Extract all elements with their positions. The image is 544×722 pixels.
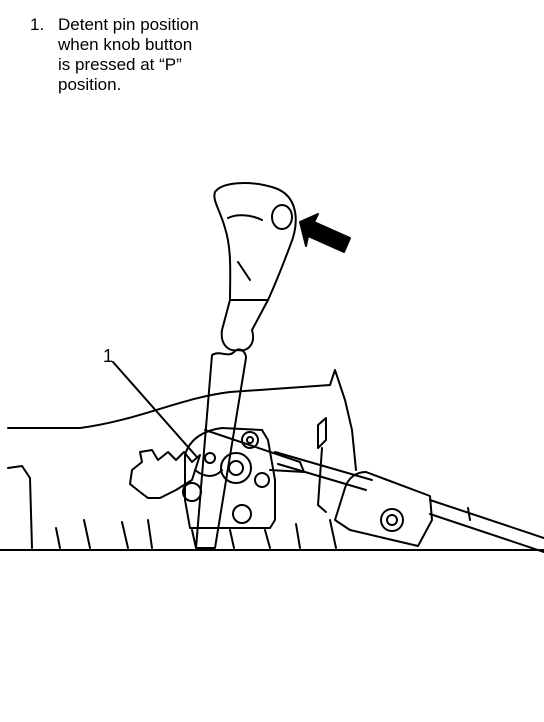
shift-lever-rod bbox=[195, 348, 247, 549]
shift-bracket bbox=[182, 427, 305, 529]
callout-leader bbox=[112, 361, 197, 457]
legend-number: 1. bbox=[30, 15, 45, 34]
shift-cable-icon bbox=[429, 499, 544, 553]
cable-bracket-icon bbox=[274, 417, 433, 547]
callout-label: 1 bbox=[103, 346, 113, 366]
detent-plate-icon bbox=[129, 449, 201, 499]
push-arrow-icon bbox=[299, 213, 351, 253]
housing-outline bbox=[0, 369, 544, 551]
legend: 1. Detent pin position when knob button … bbox=[30, 15, 199, 95]
shift-knob-icon bbox=[213, 182, 297, 352]
legend-text: Detent pin position when knob button is … bbox=[58, 15, 199, 94]
